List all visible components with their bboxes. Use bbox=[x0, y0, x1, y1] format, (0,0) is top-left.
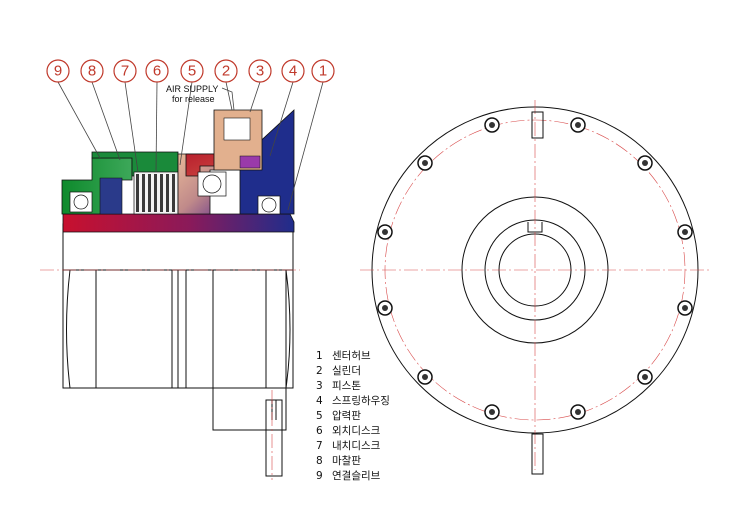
callout-8: 8 bbox=[80, 59, 104, 83]
flange-lower-outline bbox=[212, 269, 287, 431]
air-supply-line1: AIR SUPPLY bbox=[166, 84, 218, 94]
bolt bbox=[484, 117, 500, 133]
spring-housing bbox=[239, 155, 261, 169]
callout-4: 4 bbox=[281, 59, 305, 83]
svg-text:2: 2 bbox=[222, 63, 230, 80]
legend-label: 외치디스크 bbox=[332, 425, 381, 437]
legend-num: 7 bbox=[316, 440, 323, 452]
bolt bbox=[377, 300, 393, 316]
air-supply-note: AIR SUPPLY for release bbox=[166, 84, 235, 111]
legend-label: 압력판 bbox=[332, 409, 361, 422]
callout-3: 3 bbox=[248, 59, 272, 83]
bolt bbox=[677, 300, 693, 316]
legend-label: 스프링하우징 bbox=[332, 394, 390, 407]
leader-lines bbox=[57, 81, 324, 211]
bolt bbox=[570, 117, 586, 133]
legend-num: 1 bbox=[316, 350, 323, 362]
legend-num: 8 bbox=[316, 455, 323, 467]
svg-text:5: 5 bbox=[188, 63, 196, 80]
callout-5: 5 bbox=[180, 59, 204, 83]
legend-label: 피스톤 bbox=[332, 380, 361, 392]
legend-label: 실린더 bbox=[332, 365, 361, 377]
bolt bbox=[677, 224, 693, 240]
bearing-left bbox=[69, 191, 93, 213]
svg-text:4: 4 bbox=[289, 63, 297, 80]
parts-legend: 1 센터허브 2 실린더 3 피스톤 4 스프링하우징 5 압력판 6 외치디스… bbox=[316, 350, 390, 482]
bolt bbox=[417, 369, 433, 385]
svg-text:6: 6 bbox=[153, 63, 161, 80]
legend-num: 2 bbox=[316, 365, 323, 377]
top-port bbox=[531, 111, 544, 139]
front-view bbox=[360, 100, 710, 475]
center-hub bbox=[62, 213, 295, 233]
svg-text:9: 9 bbox=[54, 63, 62, 80]
callout-7: 7 bbox=[113, 59, 137, 83]
bolt bbox=[417, 155, 433, 171]
bolt bbox=[377, 224, 393, 240]
legend-num: 3 bbox=[316, 380, 323, 392]
callout-9: 9 bbox=[46, 59, 70, 83]
legend-num: 6 bbox=[316, 425, 323, 437]
callout-2: 2 bbox=[214, 59, 238, 83]
bearing-mid bbox=[197, 171, 227, 197]
hub-flange bbox=[239, 109, 295, 215]
legend-label: 마찰판 bbox=[332, 455, 361, 467]
svg-text:8: 8 bbox=[88, 63, 96, 80]
bolt bbox=[484, 404, 500, 420]
section-view bbox=[40, 109, 300, 480]
disc-pack bbox=[133, 171, 179, 215]
callouts: 9 8 7 6 5 2 3 4 1 bbox=[46, 59, 335, 83]
bolt bbox=[637, 155, 653, 171]
legend-label: 연결슬리브 bbox=[332, 470, 381, 482]
svg-text:7: 7 bbox=[121, 63, 129, 80]
legend-num: 5 bbox=[316, 410, 323, 422]
bearing-right bbox=[257, 195, 281, 215]
legend-num: 9 bbox=[316, 470, 323, 482]
svg-text:1: 1 bbox=[319, 63, 327, 80]
front-shaft-stub bbox=[531, 433, 544, 475]
callout-1: 1 bbox=[311, 59, 335, 83]
bolt bbox=[637, 369, 653, 385]
bolt bbox=[570, 404, 586, 420]
shaft-stub bbox=[265, 399, 283, 477]
air-supply-line2: for release bbox=[172, 94, 215, 104]
legend-num: 4 bbox=[316, 395, 323, 407]
svg-text:3: 3 bbox=[256, 63, 264, 80]
legend-label: 센터허브 bbox=[332, 350, 371, 362]
callout-6: 6 bbox=[145, 59, 169, 83]
hub-left-curve bbox=[66, 269, 71, 389]
legend-label: 내치디스크 bbox=[332, 440, 381, 452]
